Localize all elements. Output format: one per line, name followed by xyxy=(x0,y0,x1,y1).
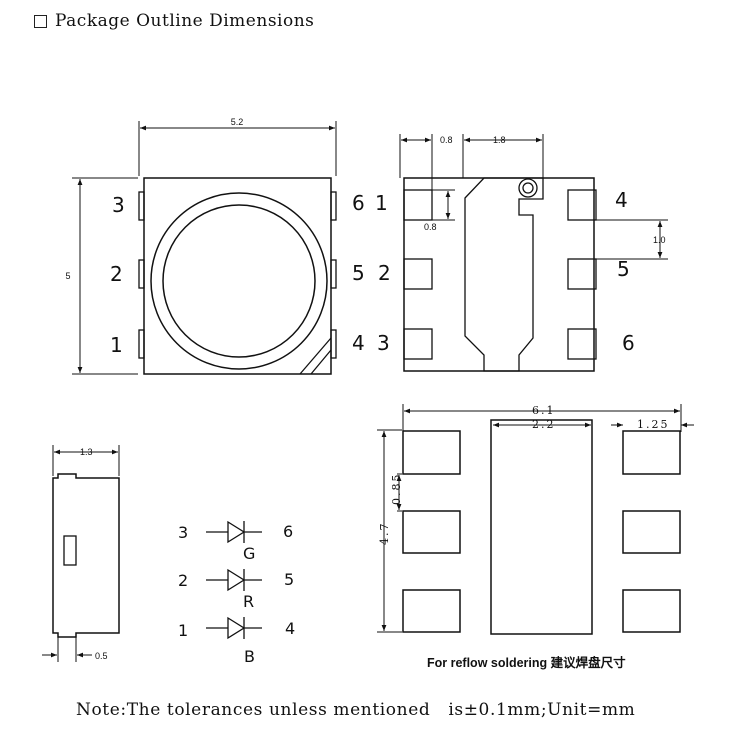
checkbox-icon xyxy=(34,14,47,28)
schematic-row-2-label: R xyxy=(243,592,254,611)
footprint-center-pad xyxy=(490,419,593,635)
side-view-body xyxy=(52,473,120,638)
bottom-left-pin-1: 1 xyxy=(375,191,388,215)
polarity-mark-outer xyxy=(518,178,538,198)
bottom-left-pin-3: 3 xyxy=(377,331,390,355)
side-width-dim: 1.3 xyxy=(80,447,93,457)
schematic-row-3-left: 1 xyxy=(178,621,188,640)
schematic-row-2-right: 5 xyxy=(284,570,294,589)
schematic-row-1-right: 6 xyxy=(283,522,293,541)
footprint-total-width: 6.1 xyxy=(532,404,556,417)
bottom-dim-d: 1.0 xyxy=(653,235,666,245)
bottom-right-pin-3: 6 xyxy=(622,331,635,355)
footprint xyxy=(377,404,694,635)
lens-outer-circle xyxy=(150,192,328,370)
schematic-row-1-label: G xyxy=(243,544,255,563)
polarity-mark-inner xyxy=(522,182,534,194)
schematic-row-2-left: 2 xyxy=(178,571,188,590)
tolerance-note: Note:The tolerances unless mentioned is±… xyxy=(76,700,636,720)
footprint-total-height: 4.7 xyxy=(378,522,391,546)
bottom-view xyxy=(399,134,668,372)
schematic-row-3-label: B xyxy=(244,647,255,666)
bottom-left-pin-2: 2 xyxy=(378,261,391,285)
bottom-dim-a: 0.8 xyxy=(440,135,453,145)
bottom-right-pin-2: 5 xyxy=(617,257,630,281)
top-left-pin-1: 3 xyxy=(112,193,125,217)
center-pad-outline xyxy=(464,177,544,372)
schematic-row-3-right: 4 xyxy=(285,619,295,638)
top-left-pin-2: 2 xyxy=(110,262,123,286)
footprint-pad-width: 1.25 xyxy=(637,418,670,431)
top-left-pin-3: 1 xyxy=(110,333,123,357)
diode-g xyxy=(206,520,262,544)
top-right-pin-2: 5 xyxy=(352,261,365,285)
section-title-text: Package Outline Dimensions xyxy=(55,11,315,31)
top-view xyxy=(72,121,337,375)
footprint-pad-pitch: 0.85 xyxy=(390,473,403,506)
footprint-center-width: 2.2 xyxy=(532,418,556,431)
reflow-soldering-label: For reflow soldering 建议焊盘尺寸 xyxy=(427,656,626,670)
bottom-dim-c: 0.8 xyxy=(424,222,437,232)
bottom-dim-b: 1.8 xyxy=(493,135,506,145)
diode-b xyxy=(206,616,262,640)
top-width-dim: 5.2 xyxy=(231,117,244,127)
diode-r xyxy=(206,568,262,592)
schematic xyxy=(206,520,262,640)
top-height-dim: 5 xyxy=(65,271,70,281)
lens-inner-circle xyxy=(162,204,316,358)
schematic-row-1-left: 3 xyxy=(178,523,188,542)
top-view-body xyxy=(143,177,332,375)
top-right-pin-3: 4 xyxy=(352,331,365,355)
top-right-pin-1: 6 xyxy=(352,191,365,215)
bottom-right-pin-1: 4 xyxy=(615,188,628,212)
side-view xyxy=(42,445,120,662)
side-lead-dim: 0.5 xyxy=(95,651,108,661)
section-title: Package Outline Dimensions xyxy=(34,11,314,31)
